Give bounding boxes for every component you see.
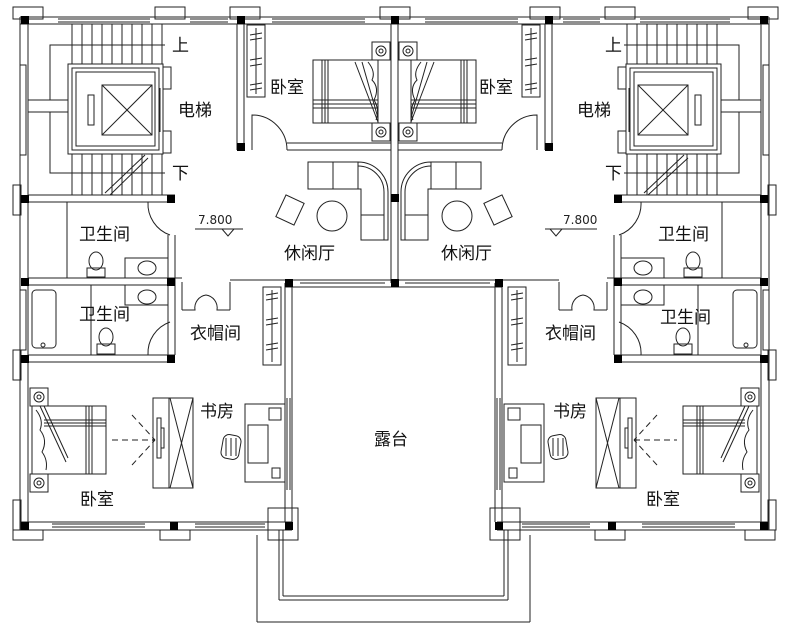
office-chair-icon — [220, 434, 242, 460]
study-label: 书房 — [553, 402, 587, 422]
wall-pilaster — [154, 6, 186, 20]
bathroom-label: 卫生间 — [79, 225, 130, 245]
lounge-label: 休闲厅 — [441, 244, 492, 264]
cloakroom-label: 衣帽间 — [545, 324, 596, 344]
sink-icon — [620, 257, 665, 306]
elevation-marker — [195, 228, 597, 237]
column-icon — [21, 16, 768, 530]
door-swing-icon — [147, 201, 171, 236]
door-swing-icon — [182, 294, 230, 311]
nightstand-lamp-icon — [398, 41, 418, 142]
coffee-table-icon — [316, 200, 348, 232]
elevator-icon — [67, 63, 172, 155]
elevator-label: 电梯 — [577, 101, 611, 121]
door-swing-icon — [251, 114, 288, 151]
stair-down-label: 下 — [605, 164, 622, 184]
bed-icon — [31, 405, 107, 475]
wardrobe-icon — [246, 24, 266, 98]
door-swing-icon — [147, 321, 171, 356]
tv-cabinet-icon — [595, 397, 677, 489]
door-swing-icon — [618, 321, 642, 356]
nightstand-lamp-icon — [740, 387, 760, 493]
stair-up-label: 上 — [605, 36, 622, 56]
elevation-value: 7.800 — [198, 213, 233, 227]
bed-icon — [410, 59, 477, 124]
bedroom-label: 卧室 — [80, 490, 114, 510]
door-swing-icon — [618, 201, 642, 236]
lounge-label: 休闲厅 — [284, 244, 335, 264]
bathtub-icon — [732, 289, 758, 349]
desk-icon — [244, 403, 286, 483]
bedroom-label: 卧室 — [646, 490, 680, 510]
outer-wall-right — [760, 17, 777, 531]
bathtub-icon — [31, 289, 57, 349]
outer-wall-bottom-right — [489, 507, 776, 541]
nightstand-lamp-icon — [371, 41, 391, 142]
armchair-icon — [275, 194, 305, 226]
desk-icon — [503, 403, 545, 483]
terrace-wall — [284, 279, 503, 522]
stair-up-label: 上 — [172, 36, 189, 56]
wardrobe-icon — [507, 286, 527, 366]
coffee-table-icon — [441, 200, 473, 232]
wardrobe-icon — [262, 286, 282, 366]
elevator-icon — [617, 63, 722, 155]
sofa-icon — [307, 161, 389, 241]
bedroom-label: 卧室 — [479, 78, 513, 98]
office-chair-icon — [547, 434, 569, 460]
wall — [28, 202, 285, 363]
wall-pilaster — [604, 6, 636, 20]
bathroom-label: 卫生间 — [79, 305, 130, 325]
toilet-icon — [86, 251, 116, 355]
terrace-label: 露台 — [374, 430, 408, 450]
wall — [502, 202, 761, 363]
elevation-value: 7.800 — [563, 213, 598, 227]
door-swing-icon — [501, 114, 538, 151]
armchair-icon — [483, 194, 513, 226]
terrace-railing — [256, 530, 531, 623]
stair-down-label: 下 — [172, 164, 189, 184]
elevator-label: 电梯 — [178, 101, 212, 121]
nightstand-lamp-icon — [29, 387, 49, 493]
window-icon — [58, 18, 730, 23]
outer-wall-left — [12, 17, 29, 531]
bedroom-label: 卧室 — [270, 78, 304, 98]
bed-icon — [682, 405, 758, 475]
wardrobe-icon — [521, 24, 541, 98]
bathroom-label: 卫生间 — [658, 225, 709, 245]
sofa-icon — [400, 161, 482, 241]
toilet-icon — [673, 251, 703, 355]
sink-icon — [124, 257, 169, 306]
study-label: 书房 — [200, 402, 234, 422]
bed-icon — [312, 59, 379, 124]
outer-wall-bottom-left — [12, 507, 299, 541]
cloakroom-label: 衣帽间 — [190, 324, 241, 344]
door-swing-icon — [559, 294, 607, 311]
bathroom-label: 卫生间 — [660, 308, 711, 328]
tv-cabinet-icon — [112, 397, 194, 489]
